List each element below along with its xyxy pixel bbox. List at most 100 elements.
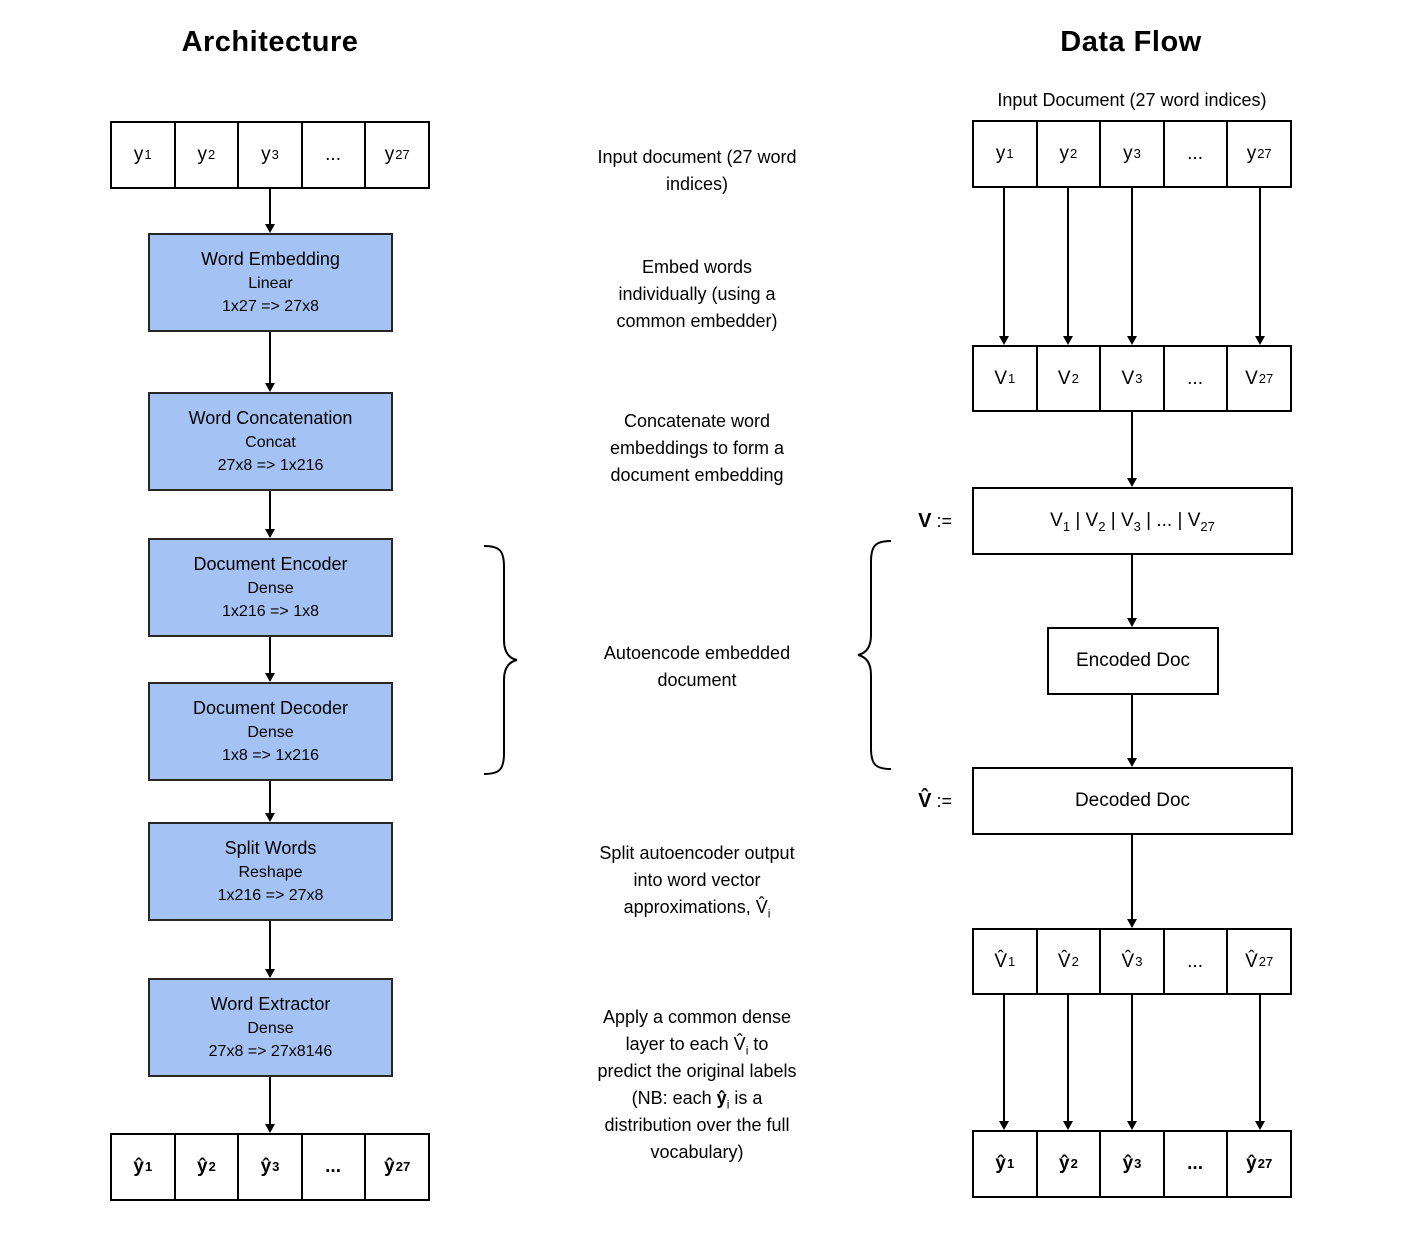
arrow-head-icon	[265, 673, 275, 682]
block-document-encoder: Document Encoder Dense 1x216 => 1x8	[148, 538, 393, 637]
cell-base: ŷ	[133, 1156, 144, 1177]
desc-line: Embed words	[641, 257, 753, 277]
block-shape: 1x27 => 27x8	[222, 298, 319, 315]
decoded-doc-text: Decoded Doc	[1074, 790, 1191, 811]
block-shape: 1x216 => 1x8	[222, 603, 319, 620]
decoded-doc-box: Decoded Doc	[972, 767, 1293, 835]
desc-concat: Concatenate word embeddings to form a do…	[532, 408, 862, 489]
cell-vhat1: V̂1	[974, 930, 1038, 993]
arrow-down	[1254, 995, 1266, 1130]
concatenated-vectors-box: V1 | V2 | V3 | ... | V27	[972, 487, 1293, 555]
desc-line: Split autoencoder output	[599, 843, 795, 863]
cell-ellipsis: ...	[1165, 930, 1229, 993]
arrow-down	[998, 188, 1010, 345]
cell-base: ...	[1187, 367, 1203, 389]
v-assign-label: V :=	[852, 508, 952, 535]
desc-apply: Apply a common dense layer to each V̂i t…	[532, 1004, 862, 1166]
dataflow-input-label: Input Document (27 word indices)	[997, 90, 1267, 110]
architecture-title: Architecture	[181, 26, 359, 58]
cell-base: V̂	[994, 950, 1008, 972]
cell-base: ŷ	[1058, 1153, 1070, 1174]
desc-line: layer to each V̂i to	[625, 1034, 769, 1058]
arrow-head-icon	[265, 1124, 275, 1133]
cell-base: ...	[1187, 143, 1203, 164]
cell-base: V̂	[1121, 950, 1135, 972]
arrow-head-icon	[1127, 919, 1137, 928]
cell-base: y	[1246, 143, 1257, 164]
arrow-shaft	[1131, 555, 1133, 620]
dataflow-vhat-row: V̂1 V̂2 V̂3 ... V̂27	[972, 928, 1292, 995]
desc-line: Autoencode embedded	[603, 643, 791, 663]
arrow-down	[264, 189, 276, 233]
desc-input-doc: Input document (27 word indices)	[532, 144, 862, 198]
cell-base: y	[261, 144, 271, 165]
brace-architecture-autoencoder	[483, 545, 518, 775]
block-word-embedding: Word Embedding Linear 1x27 => 27x8	[148, 233, 393, 332]
cell-base: y	[384, 144, 395, 165]
arrow-shaft	[1067, 995, 1069, 1123]
block-name: Document Decoder	[192, 698, 349, 718]
cell-vhat3: V̂3	[1101, 930, 1165, 993]
concatenated-vectors-text: V1 | V2 | V3 | ... | V27	[1050, 510, 1215, 534]
arrow-shaft	[1131, 412, 1133, 480]
arrow-down	[264, 332, 276, 392]
arrow-down	[264, 921, 276, 978]
desc-line: individually (using a	[618, 284, 776, 304]
cell-base: y	[133, 144, 144, 165]
cell-vhat27: V̂27	[1245, 950, 1274, 972]
arrow-head-icon	[1127, 758, 1137, 767]
arrow-shaft	[1131, 835, 1133, 921]
cell-base: V	[1057, 367, 1071, 389]
cell-base: ŷ	[1122, 1153, 1134, 1174]
block-type: Dense	[247, 724, 294, 741]
arrow-shaft	[269, 189, 271, 226]
arrow-shaft	[269, 637, 271, 675]
arrow-down	[1126, 835, 1138, 928]
arrow-shaft	[1259, 995, 1261, 1123]
desc-line: distribution over the full	[604, 1115, 790, 1135]
arrow-down	[264, 491, 276, 538]
block-word-concatenation: Word Concatenation Concat 27x8 => 1x216	[148, 392, 393, 491]
cell-base: ...	[325, 1156, 341, 1177]
block-shape: 1x8 => 1x216	[222, 747, 319, 764]
arrow-head-icon	[1255, 336, 1265, 345]
arrow-down	[264, 637, 276, 682]
encoded-doc-text: Encoded Doc	[1075, 650, 1191, 671]
arrow-head-icon	[265, 383, 275, 392]
arrow-down	[1126, 695, 1138, 767]
cell-ellipsis: ...	[1165, 347, 1229, 410]
block-type: Concat	[245, 434, 296, 451]
block-shape: 27x8 => 1x216	[217, 457, 324, 474]
vhat-assign-label: V̂ :=	[852, 788, 952, 815]
desc-line: predict the original labels	[597, 1061, 797, 1081]
arrow-shaft	[1003, 188, 1005, 338]
encoded-doc-box: Encoded Doc	[1047, 627, 1219, 695]
arrow-shaft	[269, 491, 271, 531]
block-split-words: Split Words Reshape 1x216 => 27x8	[148, 822, 393, 921]
block-name: Word Extractor	[210, 994, 331, 1014]
cell-base: V	[1245, 367, 1258, 389]
cell-ellipsis: ...	[1165, 122, 1229, 186]
cell-base: V	[1121, 367, 1135, 389]
block-document-decoder: Document Decoder Dense 1x8 => 1x216	[148, 682, 393, 781]
cell-base: ŷ	[995, 1153, 1006, 1174]
block-type: Reshape	[238, 864, 303, 881]
cell-ellipsis: ...	[303, 1135, 367, 1199]
v-variable: V	[918, 510, 932, 532]
